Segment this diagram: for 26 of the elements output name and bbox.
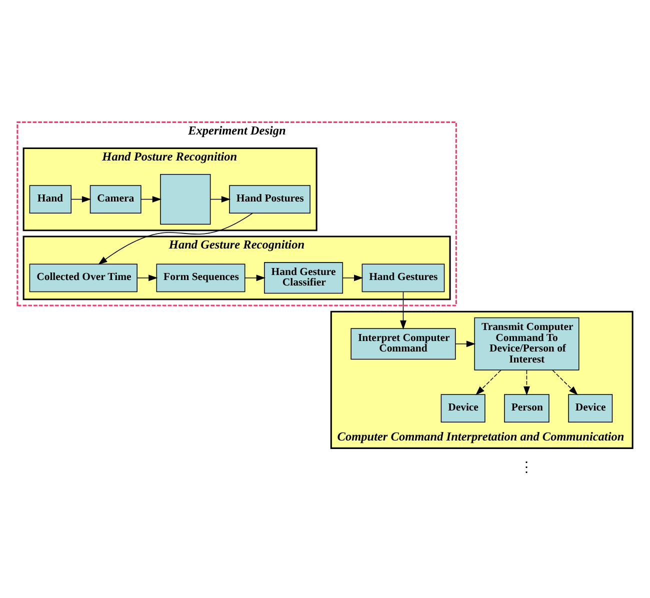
- node-box: Hand Gestures: [362, 264, 445, 292]
- arrow: [98, 212, 254, 265]
- node-box: Person: [504, 394, 550, 422]
- node-box: Transmit Computer Command To Device/Person of Interest: [474, 317, 580, 370]
- node-box: Hand Gesture Classifier: [264, 262, 344, 294]
- arrow: [140, 196, 162, 203]
- node-box: Device: [568, 394, 613, 422]
- node-box: Device: [440, 394, 486, 422]
- arrow: [524, 370, 530, 396]
- node-box: Camera: [90, 185, 142, 214]
- node-box: Collected Over Time: [29, 264, 138, 292]
- node-box: [160, 174, 211, 225]
- arrow: [136, 274, 158, 282]
- node-box: Hand Postures: [229, 185, 310, 214]
- arrow: [244, 274, 266, 282]
- arrow: [210, 196, 231, 203]
- arrow: [476, 370, 502, 396]
- arrow: [552, 370, 578, 396]
- arrow: [342, 274, 364, 282]
- label: ⋮: [520, 460, 534, 474]
- node-box: Hand: [29, 185, 72, 214]
- arrow: [70, 196, 92, 203]
- arrow: [455, 340, 476, 348]
- arrow: [400, 292, 406, 330]
- node-box: Form Sequences: [156, 264, 246, 292]
- node-box: Interpret Computer Command: [350, 328, 456, 360]
